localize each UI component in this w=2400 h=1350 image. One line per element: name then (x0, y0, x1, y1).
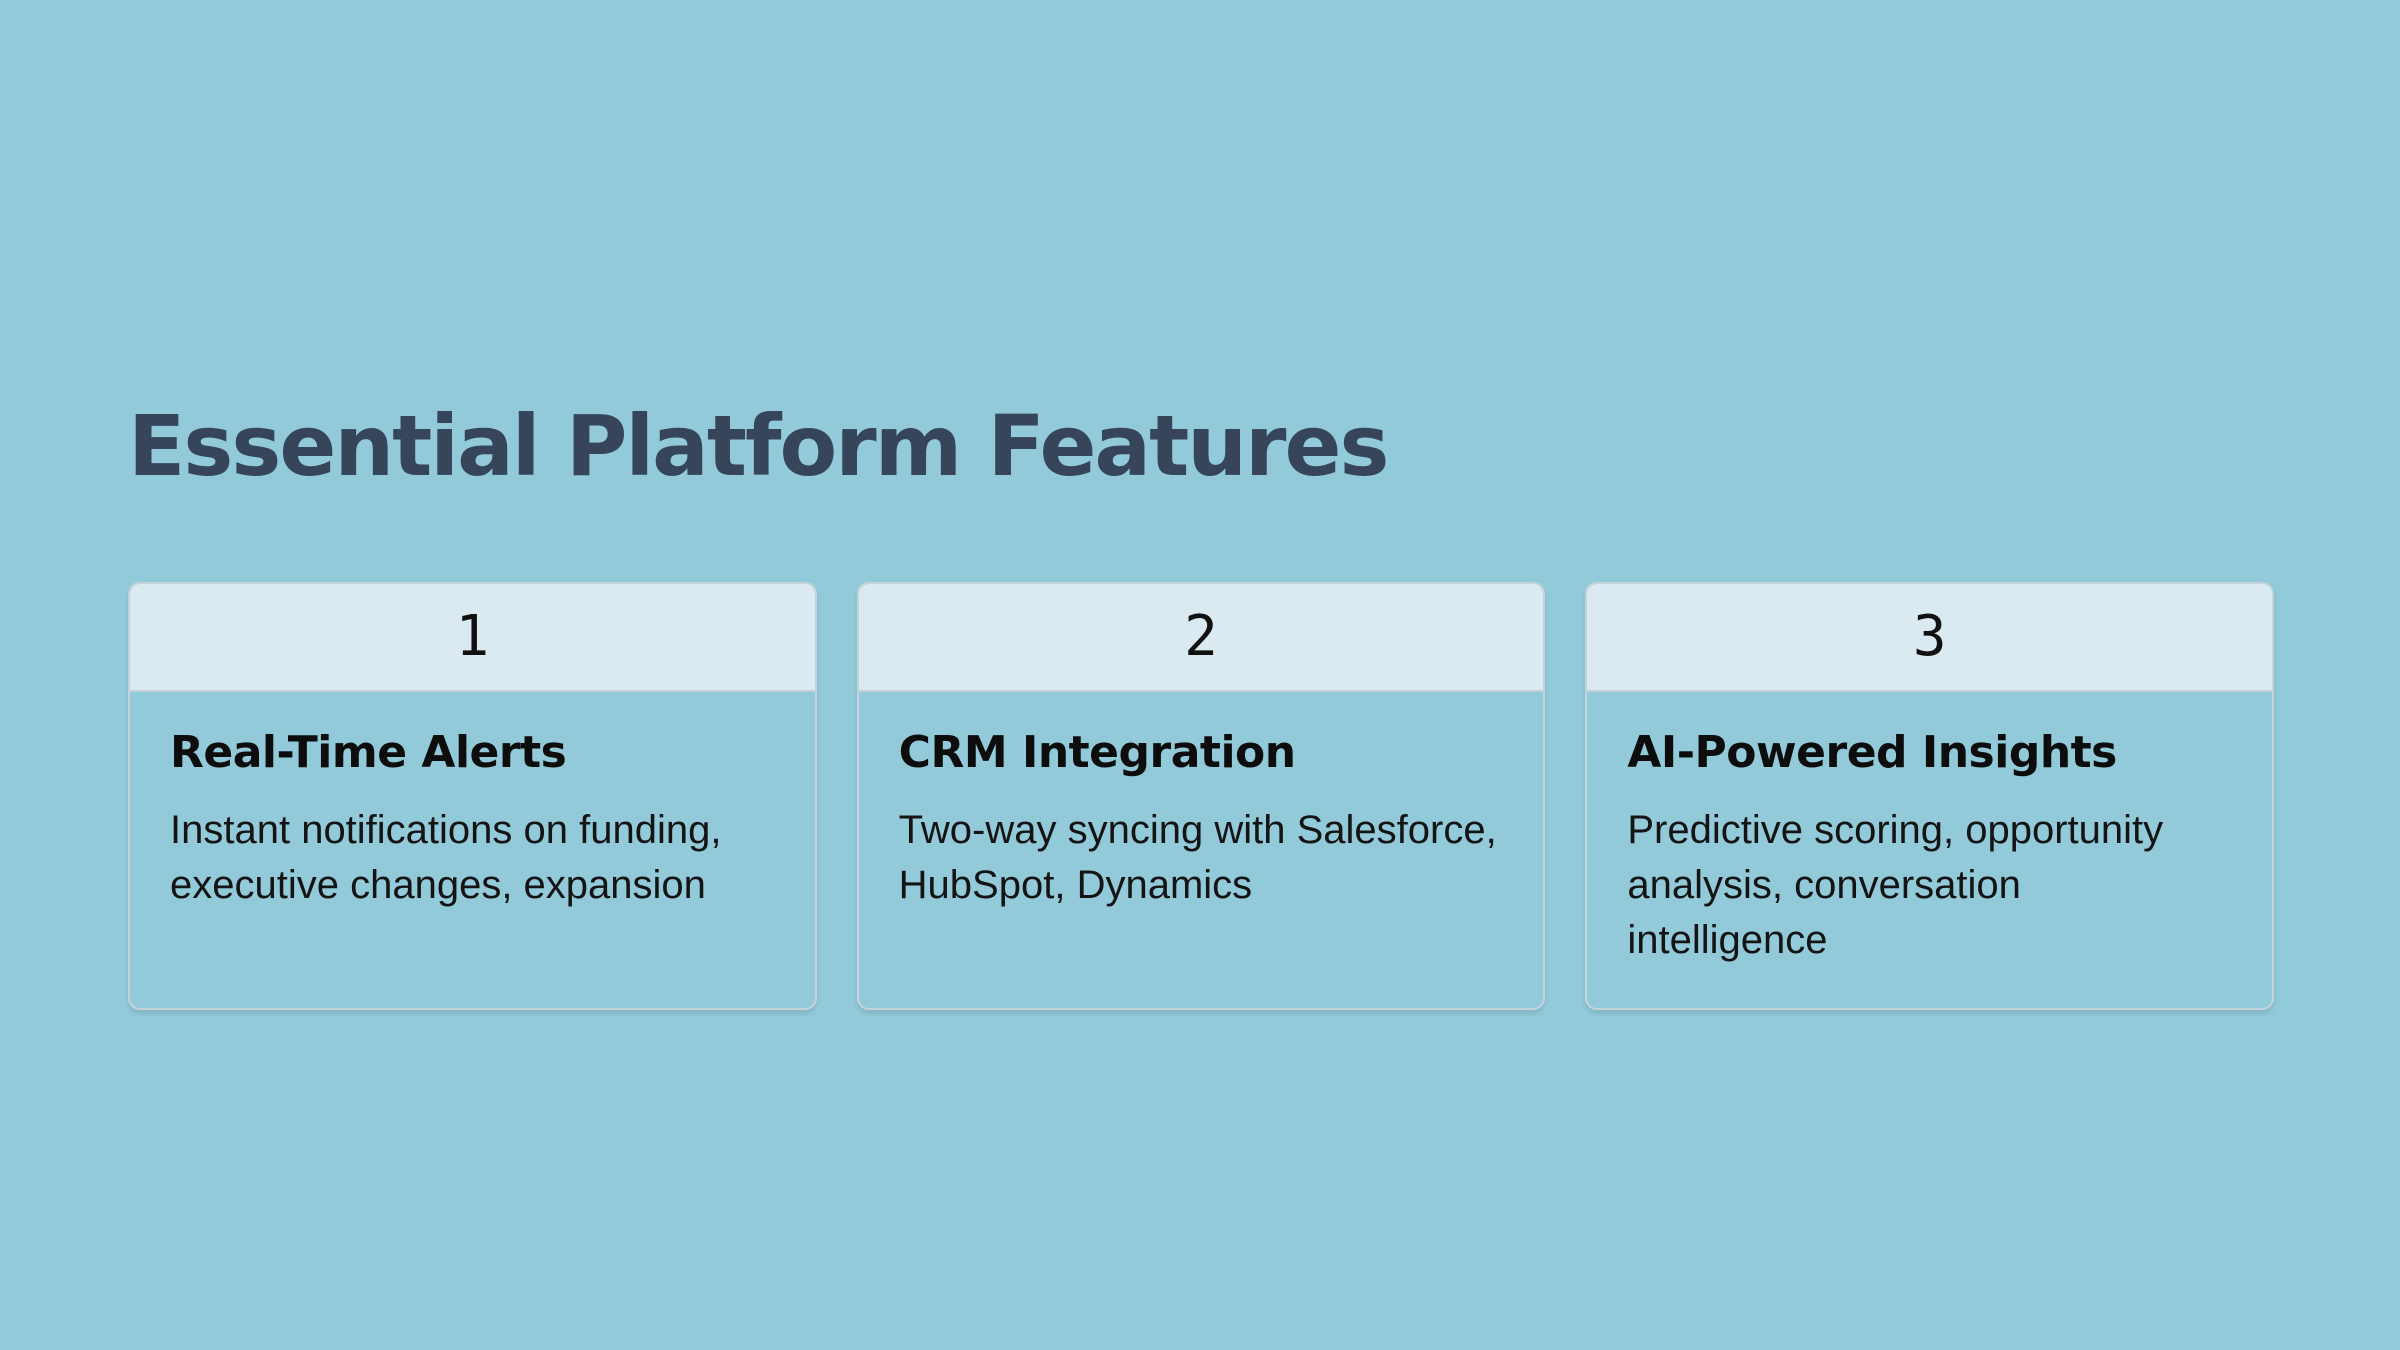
card-1-description: Instant notifications on funding, execut… (170, 807, 722, 907)
card-1-body: Real-Time Alerts Instant notifications o… (130, 692, 815, 953)
card-3-description: Predictive scoring, opportunity analysis… (1627, 807, 2164, 962)
card-1-title: Real-Time Alerts (170, 727, 567, 778)
card-3-title: AI-Powered Insights (1627, 727, 2117, 778)
card-2-body: CRM Integration Two-way syncing with Sal… (859, 692, 1544, 953)
card-2-header: 2 (858, 584, 1544, 692)
card-2-description: Two-way syncing with Salesforce, HubSpot… (898, 807, 1497, 907)
card-3-number: 3 (1912, 604, 1947, 669)
card-3-header: 3 (1587, 584, 2273, 692)
feature-card-3: 3 AI-Powered Insights Predictive scoring… (1585, 582, 2275, 1011)
card-1-number: 1 (455, 604, 490, 669)
card-1-header: 1 (130, 584, 815, 692)
card-2-number: 2 (1184, 604, 1218, 669)
feature-cards-row: 1 Real-Time Alerts Instant notifications… (128, 582, 2275, 1011)
card-3-body: AI-Powered Insights Predictive scoring, … (1587, 692, 2272, 1008)
feature-card-2: 2 CRM Integration Two-way syncing with S… (856, 582, 1546, 1011)
feature-card-1: 1 Real-Time Alerts Instant notifications… (128, 582, 817, 1011)
card-2-title: CRM Integration (898, 727, 1296, 778)
page-title: Essential Platform Features (128, 397, 1389, 495)
